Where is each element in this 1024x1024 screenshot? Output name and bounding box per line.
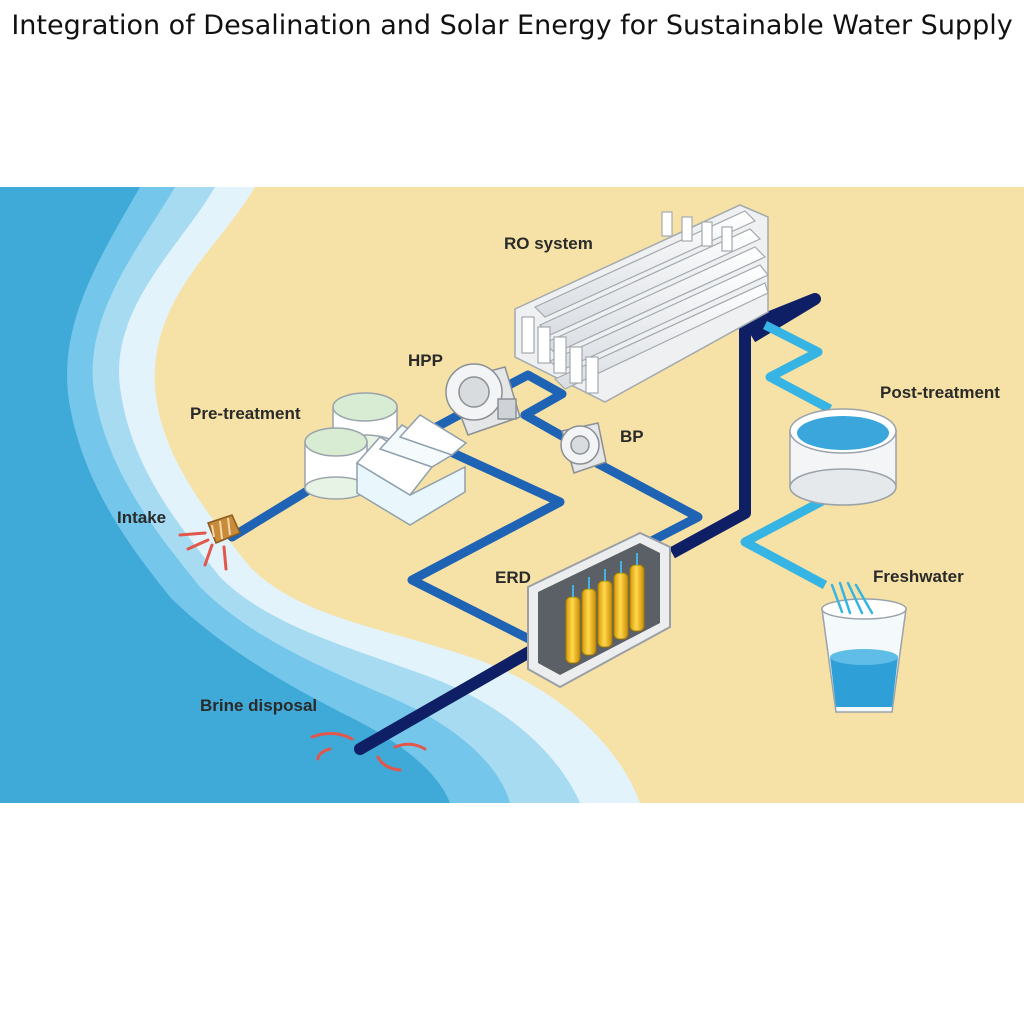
label-post-treatment: Post-treatment bbox=[880, 383, 1000, 402]
pretreatment-building bbox=[355, 414, 468, 526]
ro-product-pipe bbox=[762, 320, 833, 413]
label-erd: ERD bbox=[495, 568, 531, 587]
desalination-diagram: RO system HPP Pre-treatment BP Post-trea… bbox=[0, 187, 1024, 803]
freshwater-pipe bbox=[740, 485, 848, 589]
hpp-to-ro-pipe bbox=[502, 370, 588, 453]
bp-pipe bbox=[592, 458, 703, 551]
label-freshwater: Freshwater bbox=[873, 567, 964, 586]
intake-structure bbox=[207, 514, 241, 544]
page-title: Integration of Desalination and Solar En… bbox=[11, 10, 1013, 41]
label-brine-disposal: Brine disposal bbox=[200, 696, 317, 715]
label-pretreatment: Pre-treatment bbox=[190, 404, 301, 423]
sea-deep bbox=[0, 187, 450, 803]
hpp-loop-pipe bbox=[407, 432, 565, 647]
freshwater-glass bbox=[821, 581, 907, 713]
post-treatment-tank bbox=[789, 408, 897, 506]
erd-unit bbox=[527, 531, 671, 689]
ro-brine-pipe bbox=[669, 293, 821, 559]
brine-pipe bbox=[354, 637, 551, 755]
label-ro-system: RO system bbox=[504, 234, 593, 253]
bp-pump bbox=[560, 422, 607, 474]
brine-arrows bbox=[310, 732, 427, 772]
ro-system bbox=[514, 204, 769, 403]
label-bp: BP bbox=[620, 427, 644, 446]
label-hpp: HPP bbox=[408, 351, 443, 370]
hpp-pump bbox=[445, 363, 521, 436]
label-intake: Intake bbox=[117, 508, 166, 527]
intake-arrows bbox=[178, 531, 228, 571]
